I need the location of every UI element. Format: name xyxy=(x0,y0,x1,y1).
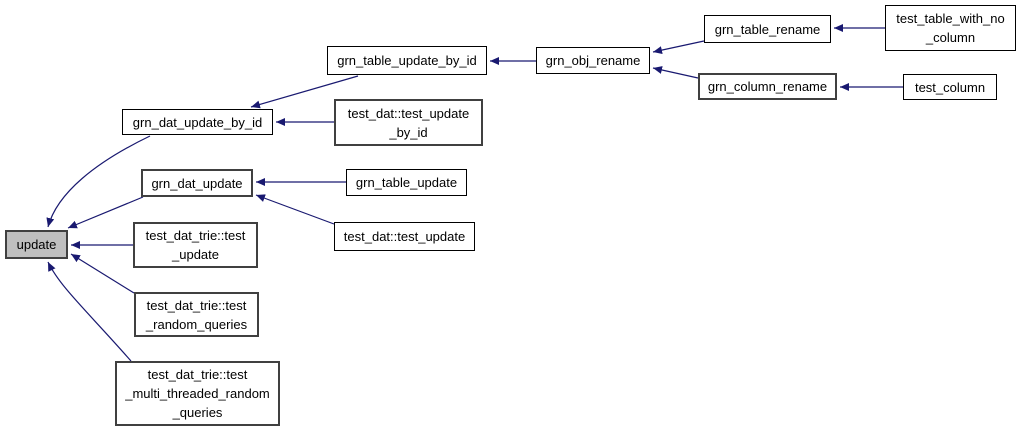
node-label: test_dat_trie::test xyxy=(147,367,248,382)
node-test-dat-test-update-by-id[interactable]: test_dat::test_update _by_id xyxy=(334,99,483,146)
node-test-dat-trie-test-random-queries[interactable]: test_dat_trie::test _random_queries xyxy=(134,292,259,337)
node-label: grn_table_rename xyxy=(714,21,821,37)
node-label: test_dat_trie::test xyxy=(145,228,246,243)
node-label: _multi_threaded_random xyxy=(125,386,270,401)
node-label: test_dat::test_update xyxy=(347,105,470,121)
node-label: test_table_with_no xyxy=(896,11,1005,26)
node-label: test_dat::test_update xyxy=(343,229,466,244)
node-test-dat-test-update[interactable]: test_dat::test_update xyxy=(334,222,475,251)
node-label: grn_obj_rename xyxy=(545,53,641,68)
node-grn-dat-update-by-id[interactable]: grn_dat_update_by_id xyxy=(122,109,273,135)
edge-grn-table-update-by-id-to-grn-dat-update-by-id xyxy=(250,75,359,109)
node-label: _by_id xyxy=(389,124,428,140)
edge-grn-column-rename-to-grn-obj-rename xyxy=(652,66,699,79)
edge-test-dat-trie-test-multi-threaded-random-queries-to-update xyxy=(47,261,132,362)
edge-test-dat-test-update-to-grn-dat-update xyxy=(255,194,335,225)
node-label: test_dat_trie::test xyxy=(146,297,247,313)
node-label: grn_dat_update_by_id xyxy=(132,114,263,130)
node-label: _queries xyxy=(172,405,223,420)
node-grn-table-update-by-id[interactable]: grn_table_update_by_id xyxy=(327,46,487,75)
node-test-table-with-no-column[interactable]: test_table_with_no _column xyxy=(885,5,1016,51)
node-label: update xyxy=(16,237,57,252)
node-test-column[interactable]: test_column xyxy=(903,74,997,100)
node-label: grn_table_update xyxy=(355,175,458,190)
node-label: _column xyxy=(925,30,976,45)
edge-grn-table-rename-to-grn-obj-rename xyxy=(652,40,705,55)
node-label: grn_column_rename xyxy=(707,79,828,94)
edge-test-dat-trie-test-random-queries-to-update xyxy=(70,253,135,294)
node-label: _random_queries xyxy=(145,316,248,332)
node-label: _update xyxy=(172,247,219,262)
node-grn-dat-update[interactable]: grn_dat_update xyxy=(141,169,253,197)
node-label: grn_table_update_by_id xyxy=(337,53,477,68)
edge-grn-dat-update-to-update xyxy=(67,196,144,229)
node-label: test_column xyxy=(914,79,986,95)
node-grn-column-rename[interactable]: grn_column_rename xyxy=(698,73,837,100)
node-label: grn_dat_update xyxy=(151,175,243,191)
node-grn-table-rename[interactable]: grn_table_rename xyxy=(704,15,831,43)
node-update: update xyxy=(5,230,68,259)
node-test-dat-trie-test-update[interactable]: test_dat_trie::test _update xyxy=(133,222,258,268)
node-test-dat-trie-test-multi-threaded-random-queries[interactable]: test_dat_trie::test _multi_threaded_rand… xyxy=(115,361,280,426)
edge-grn-dat-update-by-id-to-update xyxy=(46,135,151,228)
node-grn-obj-rename[interactable]: grn_obj_rename xyxy=(536,47,650,74)
node-grn-table-update[interactable]: grn_table_update xyxy=(346,169,467,196)
